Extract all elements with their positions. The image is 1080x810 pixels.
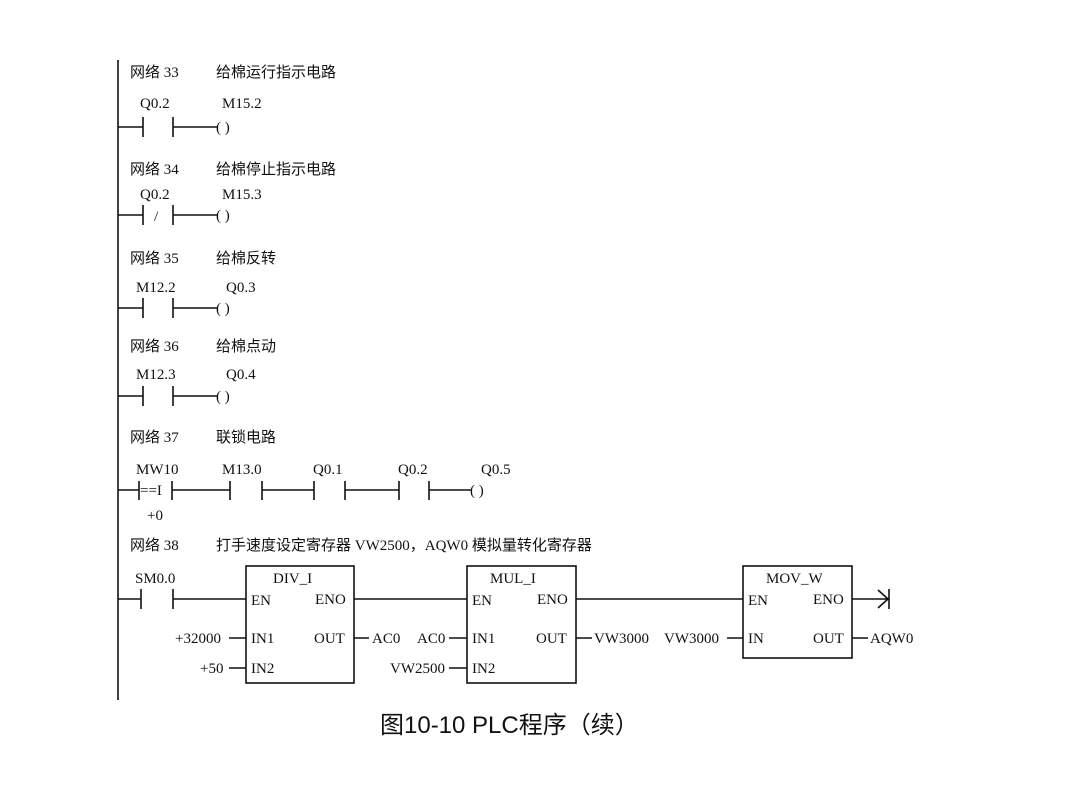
contact-nc [118, 205, 218, 225]
pin-in2: IN2 [472, 661, 495, 677]
coil-label: Q0.5 [481, 462, 511, 478]
figure-caption: 图10-10 PLC程序（续） [380, 712, 639, 739]
mov-w-box: MOV_W EN ENO IN OUT VW3000 AQW0 [664, 565, 913, 659]
network-title: 网络 33 [130, 64, 179, 81]
contact-no [262, 481, 346, 500]
out-value: AQW0 [870, 631, 913, 647]
mul-i-box: MUL_I EN ENO IN1 OUT IN2 AC0 VW2500 VW30… [390, 565, 649, 684]
contact-no [118, 589, 246, 609]
in2-value: +50 [200, 661, 223, 677]
coil-label: M15.2 [222, 96, 262, 112]
pin-in: IN [748, 631, 764, 647]
pin-in1: IN1 [472, 631, 495, 647]
in1-value: AC0 [417, 631, 445, 647]
div-i-box: DIV_I EN ENO IN1 OUT IN2 +32000 +50 AC0 [175, 565, 400, 684]
network-comment: 给棉点动 [216, 338, 276, 355]
coil: ( ) [216, 120, 230, 136]
coil: ( ) [470, 483, 484, 499]
out-value: AC0 [372, 631, 400, 647]
network-title: 网络 38 [130, 537, 179, 554]
compare-bottom-label: +0 [147, 508, 163, 524]
box-title: MUL_I [490, 571, 536, 587]
contact-label: SM0.0 [135, 571, 175, 587]
contact-label: Q0.2 [140, 187, 170, 203]
pin-out: OUT [536, 631, 567, 647]
coil-label: M15.3 [222, 187, 262, 203]
box-title: MOV_W [766, 571, 824, 587]
network-comment: 联锁电路 [216, 429, 276, 446]
out-value: VW3000 [594, 631, 649, 647]
coil: ( ) [216, 208, 230, 224]
pin-in1: IN1 [251, 631, 274, 647]
contact-label: Q0.1 [313, 462, 343, 478]
network-35: 网络 35 给棉反转 M12.2 Q0.3 ( ) [118, 250, 276, 318]
pin-en: EN [472, 593, 492, 609]
network-37: 网络 37 联锁电路 MW10 ==I +0 M13.0 Q0.1 Q0.2 Q… [118, 429, 511, 524]
network-title: 网络 36 [130, 338, 179, 355]
network-36: 网络 36 给棉点动 M12.3 Q0.4 ( ) [118, 338, 276, 406]
network-comment: 打手速度设定寄存器 VW2500，AQW0 模拟量转化寄存器 [216, 536, 592, 554]
pin-out: OUT [813, 631, 844, 647]
in1-value: +32000 [175, 631, 221, 647]
box-title: DIV_I [273, 571, 312, 587]
network-title: 网络 34 [130, 161, 179, 178]
coil: ( ) [216, 389, 230, 405]
contact-nc-slash: / [154, 209, 159, 225]
network-38: 网络 38 打手速度设定寄存器 VW2500，AQW0 模拟量转化寄存器 SM0… [118, 536, 913, 684]
network-comment: 给棉运行指示电路 [216, 64, 336, 81]
contact-label: M12.3 [136, 367, 176, 383]
in2-value: VW2500 [390, 661, 445, 677]
coil-label: Q0.4 [226, 367, 256, 383]
coil: ( ) [216, 301, 230, 317]
network-33: 网络 33 给棉运行指示电路 Q0.2 M15.2 ( ) [118, 64, 336, 137]
end-arrow-icon [852, 589, 890, 609]
in-value: VW3000 [664, 631, 719, 647]
network-comment: 给棉停止指示电路 [216, 161, 336, 178]
contact-label: M12.2 [136, 280, 176, 296]
pin-wires [229, 637, 369, 669]
network-comment: 给棉反转 [216, 250, 276, 267]
contact-no [118, 386, 218, 406]
network-34: 网络 34 给棉停止指示电路 Q0.2 M15.3 / ( ) [118, 161, 336, 225]
contact-label: Q0.2 [398, 462, 428, 478]
pin-out: OUT [314, 631, 345, 647]
pin-wires [449, 637, 592, 669]
coil-label: Q0.3 [226, 280, 256, 296]
contact-no [172, 481, 263, 500]
pin-en: EN [251, 593, 271, 609]
pin-eno: ENO [315, 592, 346, 608]
contact-no [345, 481, 430, 500]
contact-no [118, 117, 218, 137]
network-title: 网络 35 [130, 250, 179, 267]
network-title: 网络 37 [130, 429, 179, 446]
contact-no [118, 298, 218, 318]
pin-eno: ENO [537, 592, 568, 608]
contact-label: M13.0 [222, 462, 262, 478]
pin-in2: IN2 [251, 661, 274, 677]
compare-top-label: MW10 [136, 462, 179, 478]
pin-en: EN [748, 593, 768, 609]
contact-label: Q0.2 [140, 96, 170, 112]
compare-op: ==I [140, 483, 162, 499]
pin-eno: ENO [813, 592, 844, 608]
